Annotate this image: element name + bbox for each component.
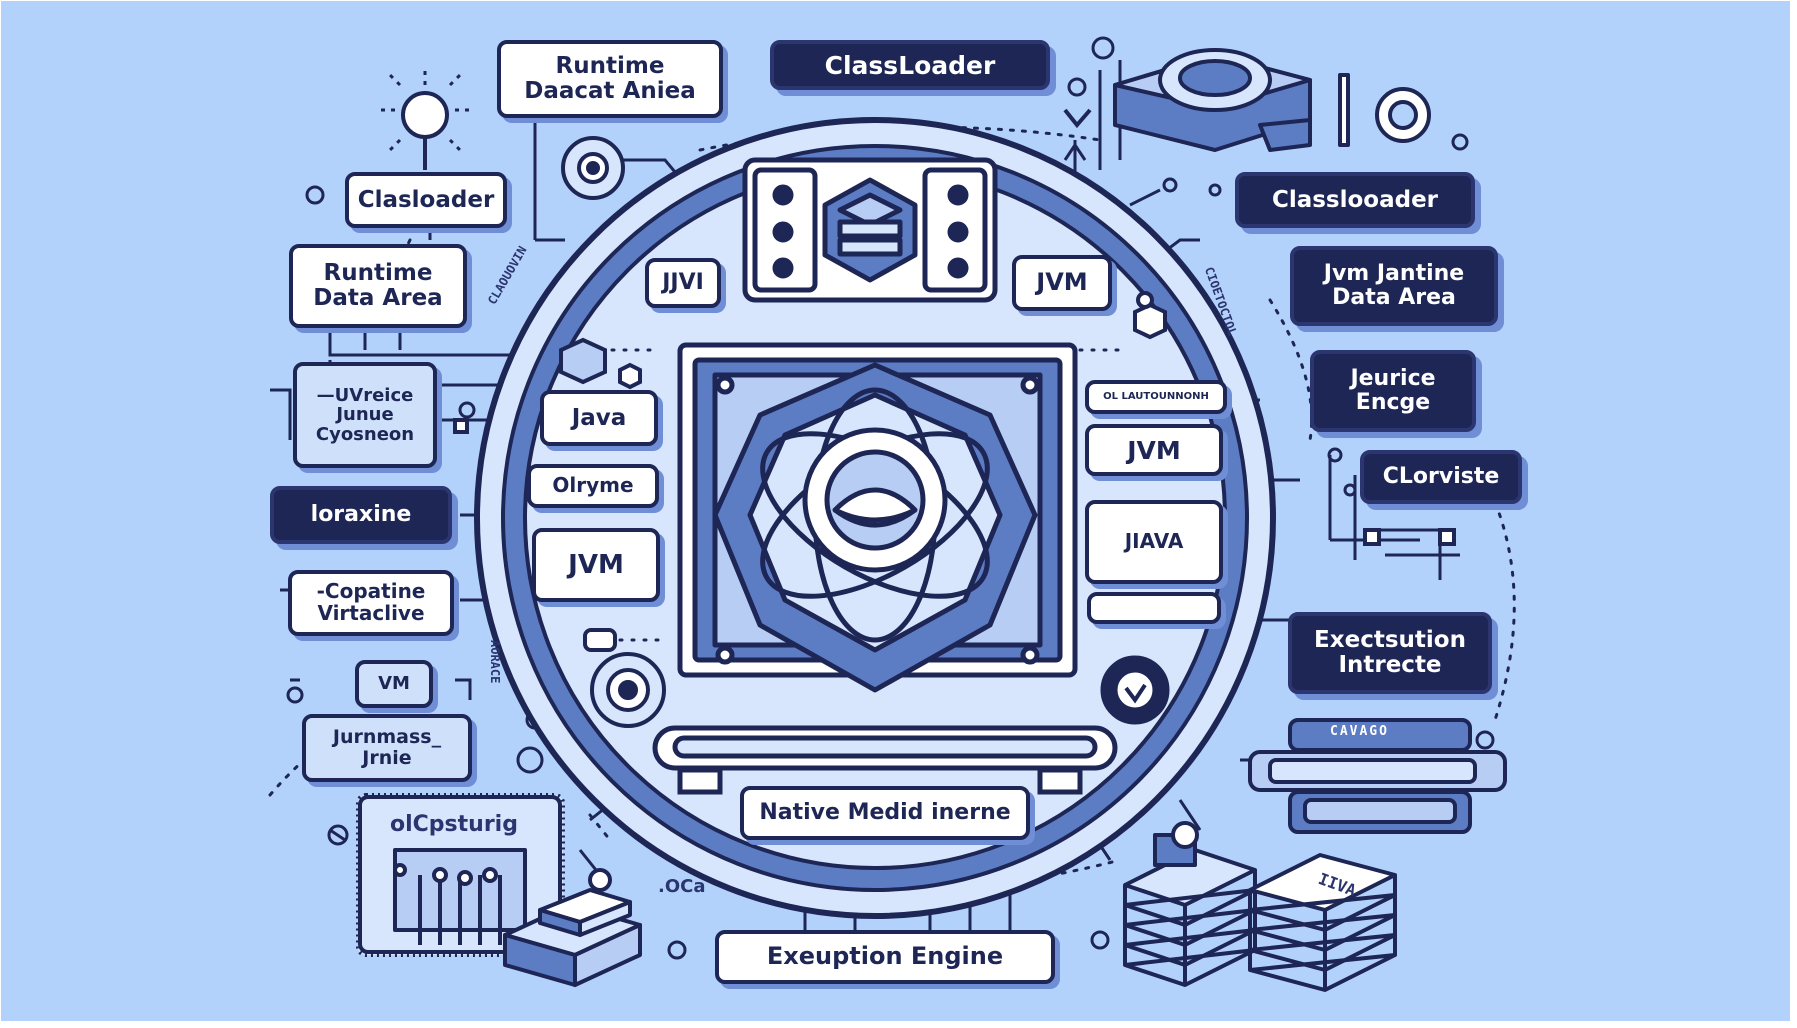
chip-label: olCpsturig: [390, 812, 518, 837]
card-stacks: [1123, 821, 1397, 992]
right-strip: OL LAUTOUNNONH: [1085, 380, 1227, 414]
uvreice-card: —UVreice Junue Cyosneon: [293, 362, 437, 468]
jvm-runtime-data: Jvm Jantine Data Area: [1290, 246, 1498, 326]
execution-card: Exectsution Intrecte: [1288, 612, 1492, 694]
jvi-card: JJVI: [645, 258, 721, 308]
chip-device: [356, 793, 565, 957]
jurnmass-card: Jurnmass_ Jrnie: [302, 714, 472, 782]
java-card: Java: [540, 390, 658, 446]
top-chip: [742, 157, 998, 303]
top-right-device: [1113, 48, 1431, 152]
bottom-bar: [652, 725, 1118, 795]
core-emblem: [712, 362, 1038, 693]
jvm-top-right: JVM: [1012, 255, 1112, 311]
right-blank-strip: [1087, 592, 1221, 624]
vm-card: VM: [355, 660, 433, 708]
target-disc-left: [561, 136, 625, 200]
runtime-data-left: Runtime Data Area: [289, 244, 467, 328]
copatine-card: -Copatine Virtaclive: [288, 570, 454, 636]
server-rack: [1248, 718, 1507, 834]
left-target: [583, 628, 666, 728]
oca-text: .OCa: [658, 876, 706, 897]
classloader-top: ClassLoader: [770, 40, 1050, 90]
rack-badge: CAVAGO: [1330, 724, 1389, 739]
clorviste-card: CLorviste: [1360, 450, 1522, 504]
classloader-left: Clasloader: [345, 172, 507, 228]
native-method-interface: Native Medid inerne: [740, 786, 1030, 840]
loraxine-card: loraxine: [270, 486, 452, 544]
left-side-marker: [453, 418, 1456, 546]
check-badge: [1100, 655, 1170, 725]
lamp-icon: [380, 70, 470, 170]
classloader-right: Classlooader: [1235, 172, 1475, 228]
iso-box: [503, 868, 642, 987]
execution-engine-bottom: Exeuption Engine: [715, 930, 1055, 984]
decor-circles: [286, 36, 1495, 960]
runtime-top-left: Runtime Daacat Aniea: [497, 40, 723, 118]
olryme-card: Olryme: [527, 464, 659, 508]
right-pentagon: [1133, 291, 1167, 340]
check-icon: [1063, 108, 1092, 129]
jeurice-engine: Jeurice Encge: [1310, 350, 1476, 432]
left-pentagon: [559, 337, 642, 390]
side-small-text: AORACE: [488, 640, 502, 684]
java-right-card: JIAVA: [1085, 500, 1223, 584]
jvm-right-card: JVM: [1085, 424, 1223, 476]
jvm-left-card: JVM: [532, 528, 660, 602]
